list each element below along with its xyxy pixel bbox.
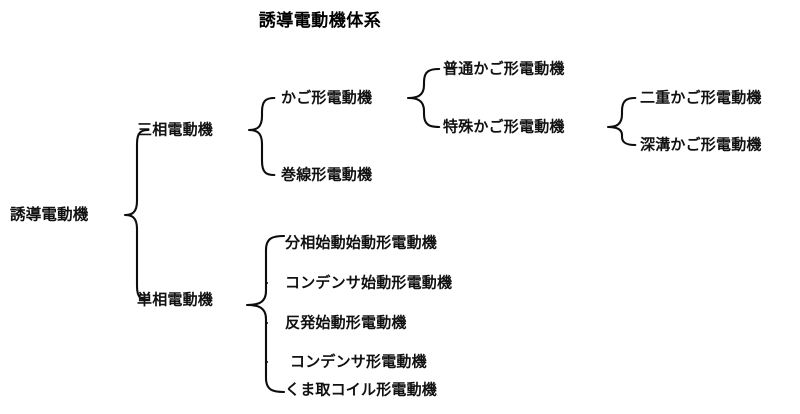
brace-special-squirrel [606,96,637,147]
brace-three-phase [247,96,276,177]
node-repulsion-start[interactable]: 反発始動形電動機 [285,313,407,332]
node-single-phase[interactable]: 単相電動機 [137,290,214,309]
node-three-phase[interactable]: 三相電動機 [137,120,214,139]
node-shaded-pole[interactable]: くま取コイル形電動機 [285,380,438,399]
node-split-phase[interactable]: 分相始動始動形電動機 [285,233,438,252]
node-normal-squirrel[interactable]: 普通かご形電動機 [443,59,565,78]
node-special-squirrel[interactable]: 特殊かご形電動機 [443,117,565,136]
page-title: 誘導電動機体系 [258,11,382,31]
node-wound-rotor[interactable]: 巻線形電動機 [281,165,373,184]
node-squirrel-cage[interactable]: かご形電動機 [281,88,373,107]
node-deep-slot[interactable]: 深溝かご形電動機 [640,135,762,154]
brace-squirrel [406,67,441,129]
node-capacitor-start[interactable]: コンデンサ始動形電動機 [285,273,453,292]
node-double-squirrel[interactable]: 二重かご形電動機 [640,88,762,107]
brace-root [123,128,150,302]
node-capacitor-run[interactable]: コンデンサ形電動機 [290,352,427,371]
brace-single-phase [245,234,286,394]
node-root[interactable]: 誘導電動機 [10,205,89,224]
